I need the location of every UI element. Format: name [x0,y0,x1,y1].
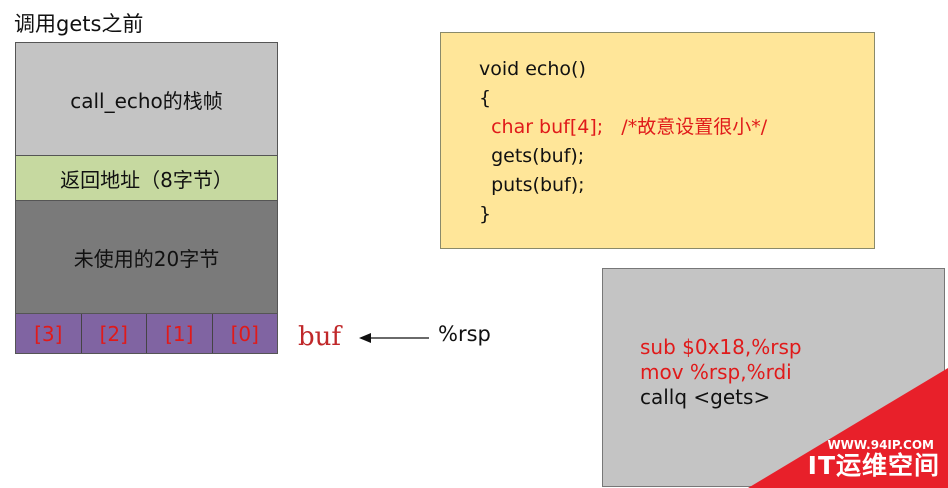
return-address-block: 返回地址（8字节） [15,155,278,202]
c-code-box: void echo() { char buf[4]; /*故意设置很小*/ ge… [440,32,875,249]
rsp-label: %rsp [438,322,491,346]
asm-line: callq <gets> [640,385,771,409]
watermark-corner [748,368,948,488]
code-line: { [479,87,492,109]
code-line: void echo() [479,58,586,80]
buffer-cell: [2] [82,314,147,353]
unused-space-label: 未使用的20字节 [73,247,220,271]
buffer-block: [3] [2] [1] [0] [15,313,278,354]
page-title: 调用gets之前 [14,12,144,36]
buffer-cell: [1] [147,314,213,353]
watermark-url: WWW.94IP.COM [827,438,934,452]
code-line: puts(buf); [479,174,585,196]
buffer-cell: [0] [230,321,259,346]
asm-line: sub $0x18,%rsp [640,335,802,359]
buffer-cell: [3] [16,314,82,353]
watermark-text: IT运维空间 [807,451,940,480]
stack-diagram: call_echo的栈帧 返回地址（8字节） 未使用的20字节 [3] [2] … [15,42,278,354]
caller-stack-frame-label: call_echo的栈帧 [70,89,223,113]
buf-label: buf [298,322,342,352]
return-address-label: 返回地址（8字节） [60,168,233,192]
unused-space-block: 未使用的20字节 [15,200,278,315]
asm-line: mov %rsp,%rdi [640,360,792,384]
caller-stack-frame: call_echo的栈帧 [15,42,278,157]
rsp-pointer-arrow [359,333,429,343]
code-line: gets(buf); [479,145,585,167]
code-line-highlighted: char buf[4]; /*故意设置很小*/ [479,116,768,138]
code-line: } [479,203,492,225]
